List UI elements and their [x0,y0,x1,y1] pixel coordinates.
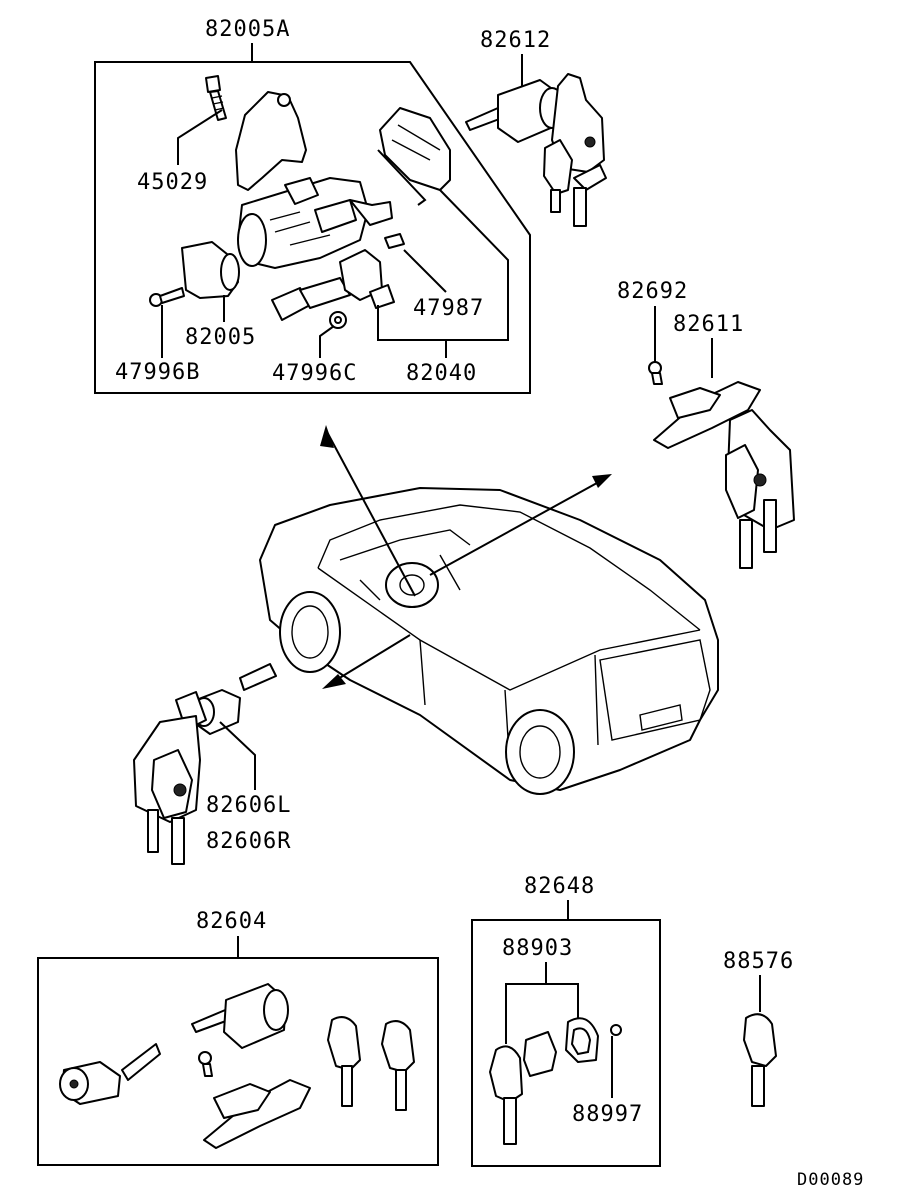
label-82606R[interactable]: 82606R [206,829,291,854]
diagram-code: D00089 [797,1170,864,1187]
label-82612[interactable]: 82612 [480,28,551,53]
lock-set-group: 82604 [37,909,439,1166]
arrow-to-handle [429,477,607,576]
label-82005A[interactable]: 82005A [205,17,290,42]
screw-45029 [205,75,227,121]
leader-cover [377,149,427,206]
switch-cover [379,107,451,191]
leader-47987 [403,249,447,293]
label-47996C[interactable]: 47996C [272,361,357,386]
screw-small [198,1051,213,1077]
screw-47996C [329,311,347,329]
lock-set-box [37,957,439,1166]
ignition-cylinder [181,241,240,299]
label-47987[interactable]: 47987 [413,296,484,321]
label-82606L[interactable]: 82606L [206,793,291,818]
keyless-set-box [471,919,661,1167]
leader-82040 [377,189,509,341]
ignition-assembly-box [94,61,531,394]
label-88903[interactable]: 88903 [502,936,573,961]
arrow-to-door [327,634,411,686]
label-82604[interactable]: 82604 [196,909,267,934]
door-cylinder-group: 82606L 82606R [133,663,291,865]
leader-82606 [219,721,256,790]
ignition-assembly-group: 82005A 45029 [94,17,531,394]
arrowhead-door [322,674,346,689]
arrow-to-ignition [325,429,416,597]
keyless-set-group: 82648 88903 88997 [471,874,661,1167]
leader-45029 [177,109,223,165]
label-47996B[interactable]: 47996B [115,360,200,385]
label-82692[interactable]: 82692 [617,279,688,304]
label-82040[interactable]: 82040 [406,361,477,386]
label-45029[interactable]: 45029 [137,170,208,195]
location-arrows [320,425,612,689]
screw-47996B [149,287,185,307]
label-88997[interactable]: 88997 [572,1102,643,1127]
screw-88997 [610,1024,622,1036]
arrowhead-handle [592,474,612,488]
tailgate-cylinder-group: 82612 [465,28,607,227]
label-82611[interactable]: 82611 [673,312,744,337]
arrowhead-ignition [320,425,334,448]
screw-82692 [648,361,663,385]
label-82648[interactable]: 82648 [524,874,595,899]
label-82005[interactable]: 82005 [185,325,256,350]
leader-47996C [319,325,335,358]
remote-inner [570,1027,592,1056]
ignition-switch [271,233,405,321]
vehicle-illustration [259,487,719,795]
door-handle-cylinder-group: 82692 82611 [617,279,795,569]
label-88576[interactable]: 88576 [723,949,794,974]
leader-88903 [505,962,579,1044]
blank-key-group: 88576 [723,949,794,1107]
steering-lock-body [235,91,393,269]
